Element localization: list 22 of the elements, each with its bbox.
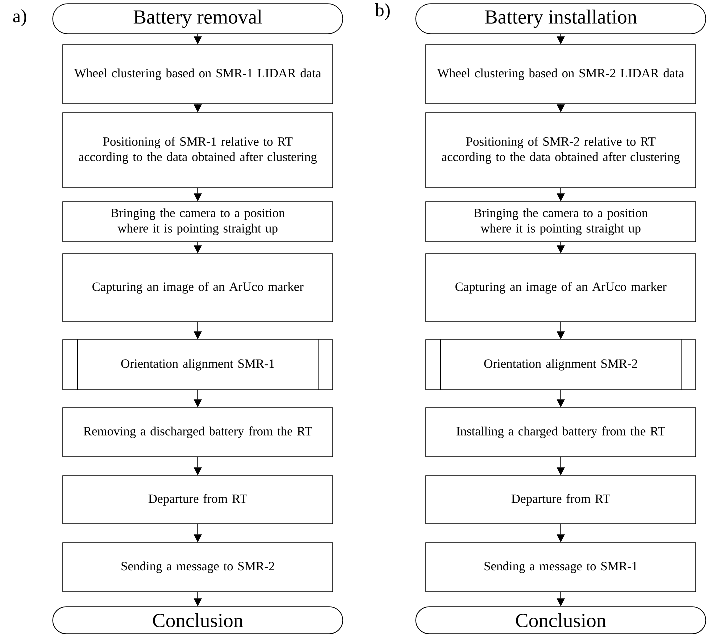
process-box: Sending a message to SMR-2 [62,542,334,592]
subprocess-box: Orientation alignment SMR-1 [62,339,334,391]
process-box: Departure from RT [426,476,696,524]
process-box: Bringing the camera to a position where it is pointing straight up [426,202,696,242]
process-box: Positioning of SMR-2 relative to RT according to the data obtained after clustering [426,112,696,188]
process-box: Positioning of SMR-1 relative to RT according to the data obtained after clustering [62,112,334,188]
terminator-box: Conclusion [52,606,344,634]
terminator-box: Conclusion [416,606,706,634]
panel-label: a) [13,10,26,26]
terminator-box: Battery removal [52,4,344,34]
process-box: Sending a message to SMR-1 [426,542,696,592]
subprocess-box: Orientation alignment SMR-2 [426,339,696,391]
panel-label: b) [375,4,390,20]
process-box: Capturing an image of an ArUco marker [426,254,696,322]
process-box: Installing a charged battery from the RT [426,408,696,458]
process-box: Wheel clustering based on SMR-2 LIDAR data [426,44,696,104]
process-box: Wheel clustering based on SMR-1 LIDAR data [62,44,334,104]
process-box: Departure from RT [62,476,334,524]
process-box: Capturing an image of an ArUco marker [62,254,334,322]
process-box: Bringing the camera to a position where it is pointing straight up [62,202,334,242]
terminator-box: Battery installation [416,4,706,34]
process-box: Removing a discharged battery from the RT [62,408,334,458]
